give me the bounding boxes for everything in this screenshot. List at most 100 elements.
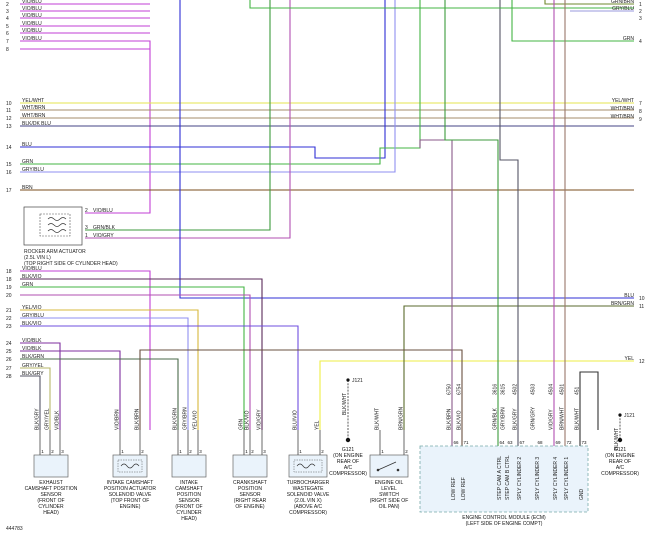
component-wire-label: BLU/VIO: [293, 410, 299, 430]
ecm-pin-function: SPLY CYLINDER 4: [553, 457, 559, 500]
left-row-label: BLK/DK BLU: [22, 121, 51, 127]
ecm-pin-wire: GRN/BLK: [493, 407, 499, 430]
component-label: SENSOR: [239, 492, 261, 498]
right-row-number: 10: [639, 296, 645, 302]
right-row-number: 1: [639, 2, 642, 8]
component-label: (TOP FRONT OF: [111, 498, 150, 504]
left-row-label: GRY/YEL: [22, 363, 44, 369]
right-row-label: GRY/BLU: [612, 6, 634, 12]
ecm-pin-function: STEP CAM B CTRL: [505, 455, 511, 500]
wire-layer: [20, 0, 634, 446]
ecm-pin-circuit: 4503: [531, 384, 537, 395]
ecm-pin-function: STEP CAM A CTRL: [497, 456, 503, 500]
component-label: POSITION: [177, 492, 201, 498]
wire-row-22: [20, 317, 189, 430]
wire-row-18: [20, 270, 151, 430]
right-row-number: 3: [639, 16, 642, 22]
component-pin-number: 2: [321, 449, 324, 454]
ground-icon: [345, 437, 351, 443]
coil-icon: [47, 217, 67, 233]
left-row-number: 6: [6, 31, 9, 37]
component-label: (2.0L VIN X): [294, 498, 322, 504]
wire-row-28: [20, 375, 41, 430]
component-label: SWITCH: [379, 492, 399, 498]
turbo-component: BLU/VIO1YEL2TURBOCHARGERWASTEGATESOLENOI…: [287, 410, 330, 516]
ecm-subtitle: (LEFT SIDE OF ENGINE COMPT): [466, 521, 543, 527]
exhaust-cam-component: BLK/GRY1GRY/YEL2VIO/BLK3EXHAUSTCAMSHAFT …: [25, 408, 78, 516]
wire-rocker-vio-gry: [85, 0, 291, 239]
solenoid-icon: [293, 459, 323, 473]
left-row-label: YEL/WHT: [22, 98, 44, 104]
splice-label: J121: [352, 378, 363, 384]
wire-row-14: [20, 0, 386, 159]
component-label: CYLINDER: [176, 510, 202, 516]
switch-icon: [376, 461, 400, 472]
component-label: SOLENOID VALVE: [287, 492, 330, 498]
component-pin-number: 2: [189, 449, 192, 454]
left-row-number: 19: [6, 285, 12, 291]
left-row-label: YEL/VIO: [22, 305, 42, 311]
ecm-title: ENGINE CONTROL MODULE (ECM): [462, 515, 546, 521]
ecm-pin-wire: GRY/BRN: [501, 407, 507, 430]
wire-row-15: [20, 0, 421, 165]
component-label: WASTEGATE: [293, 486, 325, 492]
ecm-pin-wire: BLK/VIO: [457, 410, 463, 430]
left-row-number: 18: [6, 269, 12, 275]
left-row-label: BLK/GRN: [22, 354, 44, 360]
component-label: INTAKE CAMSHAFT: [107, 480, 154, 486]
component-label: OIL PAN): [379, 504, 400, 510]
rocker-title: ROCKER ARM ACTUATOR: [24, 249, 86, 255]
ecm-pin-wire: VIO/GRY: [549, 409, 555, 430]
intake-cam-sensor-component: BLK/GRN1GRY/BRN2YEL/VIO3INTAKECAMSHAFTPO…: [171, 407, 207, 522]
right-row-number: 2: [639, 9, 642, 15]
left-row-number: 8: [6, 47, 9, 53]
right-row-labels: 1GRN/BRN2GRY/BLU34GRN7YEL/WHT8WHT/BRN9WH…: [611, 0, 645, 365]
crankshaft-component: GRN1BLK/VIO2VIO/GRY3CRANKSHAFTPOSITIONSE…: [232, 409, 268, 510]
component-label: CAMSHAFT: [175, 486, 203, 492]
ecm-pin-circuit: 3615: [501, 384, 507, 395]
ecm-pin-number: 69: [555, 440, 561, 445]
ecm-pin-number: 63: [507, 440, 513, 445]
component-pin-number: 3: [61, 449, 64, 454]
left-row-label: GRN: [22, 159, 34, 165]
component-wire-label: GRY/YEL: [45, 408, 51, 430]
left-row-label: VIO/BLU: [22, 36, 42, 42]
ground-location: COMPRESSOR): [601, 471, 639, 477]
ecm-module: ENGINE CONTROL MODULE (ECM) (LEFT SIDE O…: [419, 445, 589, 527]
wire-row-26: [20, 358, 179, 430]
rocker-pin-2: 2: [85, 208, 88, 214]
right-row-label: BLU: [624, 293, 634, 299]
left-row-label: BLK/GRY: [22, 371, 44, 377]
ecm-pin-circuit: 6750: [447, 384, 453, 395]
wire-row-11-right: [403, 305, 634, 430]
ecm-pin-wire: GRN/GRY: [531, 406, 537, 430]
component-pin-number: 1: [299, 449, 302, 454]
right-row-number: 7: [639, 101, 642, 107]
ground-location: A/C: [616, 465, 625, 471]
component-label: ENGINE): [120, 504, 141, 510]
left-row-number: 23: [6, 324, 12, 330]
component-label: CYLINDER: [38, 504, 64, 510]
wire-row-21: [20, 309, 199, 430]
component-wire-label: GRY/BRN: [183, 407, 189, 430]
ground-location: (ON ENGINE: [605, 453, 635, 459]
left-row-number: 22: [6, 316, 12, 322]
left-row-number: 5: [6, 24, 9, 30]
component-label: COMPRESSOR): [289, 510, 327, 516]
wire-ecm-67: [499, 0, 519, 446]
wire-ecm-64: [444, 0, 499, 446]
component-label: CRANKSHAFT: [233, 480, 267, 486]
solenoid-icon: [117, 459, 143, 473]
left-row-number: 28: [6, 374, 12, 380]
left-row-label: WHT/BRN: [22, 105, 46, 111]
ecm-pin-number: 71: [463, 440, 469, 445]
wire-ecm-68: [530, 0, 536, 446]
component-wire-label: YEL/VIO: [193, 410, 199, 430]
left-row-label: BRN: [22, 185, 33, 191]
ecm-pin-number: 73: [581, 440, 587, 445]
